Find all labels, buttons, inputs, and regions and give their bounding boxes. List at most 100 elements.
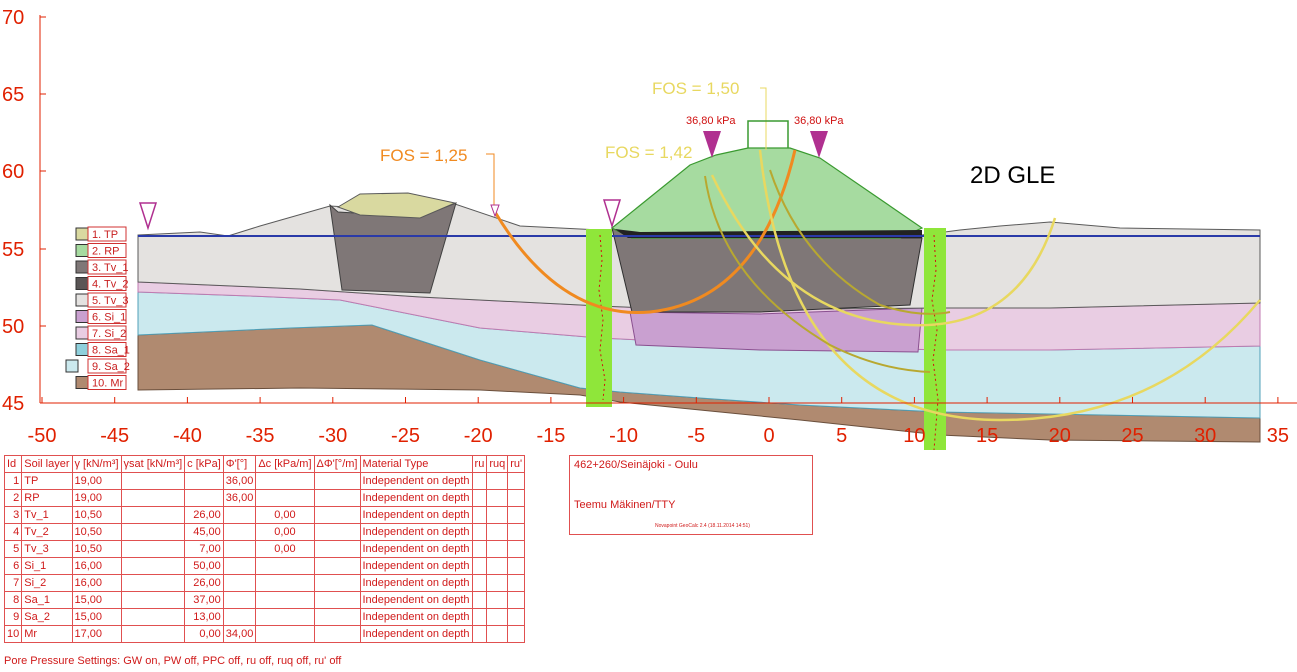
table-cell: Mr xyxy=(21,625,73,643)
table-cell xyxy=(486,506,509,524)
water-marker-left xyxy=(138,202,158,231)
x-tick-label: 30 xyxy=(1194,425,1216,447)
table-cell xyxy=(222,540,257,558)
legend-label-box xyxy=(87,292,127,308)
table-header-cell: c [kPa] xyxy=(184,455,224,473)
table-cell xyxy=(120,574,186,592)
leader-fos-125 xyxy=(486,153,495,210)
pore-pressure-settings: Pore Pressure Settings: GW on, PW off, P… xyxy=(4,655,342,667)
legend-swatch xyxy=(75,376,89,389)
table-header-cell: ruq xyxy=(486,455,509,473)
table-cell: 8 xyxy=(3,591,23,609)
slip-surface-inner-2 xyxy=(769,169,951,315)
table-cell: 16,00 xyxy=(71,557,122,575)
legend-swatch xyxy=(75,326,89,340)
table-cell xyxy=(255,608,315,626)
water-marker-mid xyxy=(602,199,622,229)
table-cell: 0,00 xyxy=(255,506,315,524)
legend-swatch xyxy=(75,293,89,307)
slip-surface-fos-142 xyxy=(710,174,1057,327)
table-cell xyxy=(507,523,526,541)
table-cell: 45,00 xyxy=(184,523,224,541)
table-header-cell: Δc [kPa/m] xyxy=(255,455,315,473)
table-cell: Independent on depth xyxy=(359,540,473,558)
table-cell xyxy=(255,625,315,643)
table-cell: RP xyxy=(21,489,73,507)
table-cell: 16,00 xyxy=(71,574,122,592)
pile-dots-left xyxy=(598,234,606,401)
table-cell xyxy=(120,506,186,524)
table-cell xyxy=(507,591,526,609)
table-cell: 13,00 xyxy=(184,608,224,626)
legend-swatch xyxy=(75,227,89,241)
table-cell: 0,00 xyxy=(184,625,224,643)
legend-swatch xyxy=(75,260,89,274)
sheet-pile-right xyxy=(924,228,946,450)
table-cell: 36,00 xyxy=(222,472,257,490)
table-cell: 17,00 xyxy=(71,625,122,643)
table-cell xyxy=(120,472,186,490)
table-cell xyxy=(507,489,526,507)
x-tick-label: -5 xyxy=(687,425,705,447)
x-tick-label: -10 xyxy=(609,425,638,447)
table-cell: Si_1 xyxy=(21,557,73,575)
load-label-left: 36,80 kPa xyxy=(686,115,736,127)
table-cell: 2 xyxy=(3,489,23,507)
author-name: Teemu Mäkinen/TTY xyxy=(574,499,676,511)
table-cell xyxy=(313,591,361,609)
table-cell: 0,00 xyxy=(255,523,315,541)
table-cell: Independent on depth xyxy=(359,574,473,592)
legend-label-box xyxy=(87,358,127,374)
slip-surface-fos-125 xyxy=(493,149,797,315)
table-cell xyxy=(486,574,509,592)
table-cell: 7 xyxy=(3,574,23,592)
x-tick-label: 35 xyxy=(1267,425,1289,447)
table-cell: 4 xyxy=(3,523,23,541)
layer-tv-dark-right xyxy=(611,227,923,313)
table-cell xyxy=(255,574,315,592)
x-tick-label: 0 xyxy=(763,425,774,447)
table-cell xyxy=(120,523,186,541)
table-cell xyxy=(120,591,186,609)
table-cell xyxy=(222,523,257,541)
x-tick-label: 5 xyxy=(836,425,847,447)
load-marker-right xyxy=(810,131,828,158)
table-header-cell: γ [kN/m³] xyxy=(71,455,122,473)
table-cell xyxy=(507,472,526,490)
table-cell: Independent on depth xyxy=(359,625,473,643)
table-cell xyxy=(313,540,361,558)
table-cell xyxy=(313,557,361,575)
table-cell xyxy=(507,540,526,558)
table-cell xyxy=(486,625,509,643)
table-cell: 36,00 xyxy=(222,489,257,507)
legend-layer-label: 4. Tv_2 xyxy=(92,279,129,291)
table-header-cell: Soil layer xyxy=(21,455,73,473)
table-cell xyxy=(222,608,257,626)
traffic-load-frame xyxy=(747,120,789,148)
table-cell: 6 xyxy=(3,557,23,575)
table-cell xyxy=(222,591,257,609)
table-cell: 10,50 xyxy=(71,506,122,524)
table-cell: Independent on depth xyxy=(359,472,473,490)
table-cell xyxy=(486,540,509,558)
table-cell xyxy=(184,489,224,507)
x-tick-label: 15 xyxy=(976,425,998,447)
y-tick-label: 45 xyxy=(2,393,24,415)
legend-layer-label: 3. Tv_1 xyxy=(92,262,129,274)
table-cell: 19,00 xyxy=(71,489,122,507)
table-header-cell: ru xyxy=(471,455,488,473)
table-cell xyxy=(486,557,509,575)
table-cell xyxy=(313,506,361,524)
legend-swatch xyxy=(75,343,89,356)
x-tick-label: 25 xyxy=(1121,425,1143,447)
project-name: 462+260/Seinäjoki - Oulu xyxy=(574,459,698,471)
table-cell: Independent on depth xyxy=(359,557,473,575)
table-cell xyxy=(222,506,257,524)
project-info-box: 462+260/Seinäjoki - Oulu Teemu Mäkinen/T… xyxy=(569,455,813,535)
table-cell: 37,00 xyxy=(184,591,224,609)
x-tick-label: -30 xyxy=(318,425,347,447)
